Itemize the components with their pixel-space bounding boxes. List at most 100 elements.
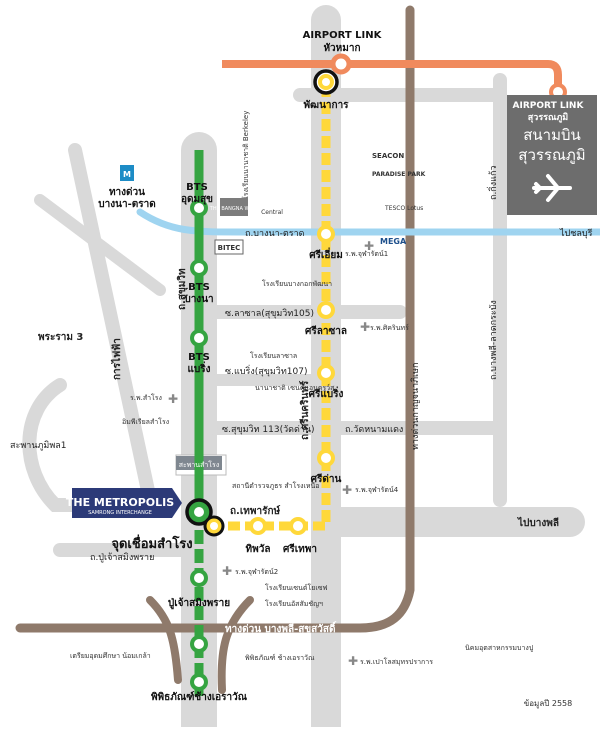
label-to-chonburi: ไปชลบุรี [559, 228, 593, 239]
label-sri-lasalle: ศรีลาซาล [305, 325, 347, 337]
label-rama3: พระราม 3 [38, 332, 83, 343]
label-thipphawan: ทิพวัล [246, 543, 271, 555]
hospital-cross-icon: ✚ [364, 239, 374, 253]
expressway-curve-right [217, 596, 254, 694]
hospital-cross-icon: ✚ [348, 654, 358, 668]
label-st-andrews: นานาชาติ เซนต์แอนดรูว์ส [255, 384, 335, 392]
label-exp-bangphli: ทางด่วน บางพลี-สุขสวัสดิ์ [225, 621, 337, 635]
label-thepharak: ถ.เทพารักษ์ [230, 505, 280, 517]
label-central: Central [261, 209, 283, 216]
label-srinakarin: ถ.ศรีนครินทร์ [299, 380, 311, 440]
expressway-lines [15, 5, 415, 694]
label-samrong-bridge: สะพานสำโรง [179, 460, 220, 469]
airport-link-right-line1: AIRPORT LINK [513, 101, 585, 111]
airport-box-line2: สุวรรณภูมิ [518, 146, 585, 165]
label-sri-iam: ศรีเอี่ยม [309, 247, 343, 261]
station-erawan[interactable] [190, 673, 208, 691]
station-sri-bearing[interactable] [317, 364, 335, 382]
label-bearing-2: แบริ่ง [187, 361, 210, 375]
label-mega: MEGA [380, 237, 407, 246]
label-phatthanakan: พัฒนาการ [303, 99, 349, 111]
station-erawan-south[interactable] [190, 635, 208, 653]
label-expressway-bangna-2: บางนา-ตราด [98, 199, 155, 210]
hospital-cross-icon: ✚ [360, 320, 370, 334]
label-bangna-trad: ถ.บางนา-ตราด [245, 229, 305, 239]
label-sikarin: ร.พ.ศิครินทร์ [370, 324, 409, 332]
label-samutprakarn-hosp: ร.พ.เปาโลสมุทรปราการ [360, 657, 433, 666]
label-king-kaeo: ถ.กิ่งแก้ว [486, 166, 499, 200]
label-bangna-wall: THE BANGNA WALL [209, 206, 259, 212]
label-tesco: TESCO Lotus [384, 205, 423, 212]
label-samrong-hosp: ร.พ.สำโรง [130, 393, 162, 402]
green-stations [185, 199, 225, 691]
road-bearing-loop [22, 378, 117, 512]
label-bangkok-patana: โรงเรียนบางกอกพัฒนา [262, 279, 332, 288]
label-seacon: SEACON [372, 152, 404, 160]
label-to-bangphli: ไปบางพลี [517, 516, 559, 529]
label-chularat4: ร.พ.จุฬารัตน์4 [355, 486, 399, 494]
label-samrong-nuea: สถานีตำรวจภูธร สำโรงเหนือ [232, 481, 320, 490]
label-paradise: PARADISE PARK [372, 171, 426, 178]
label-wat-nam-daeng: ถ.วัดหนามแดง [345, 425, 403, 435]
label-pu-chao-rd: ถ.ปู่เจ้าสมิงพราย [90, 552, 154, 563]
label-bangna-2: บางนา [184, 294, 213, 305]
label-expressway-bangna-1: ทางด่วน [109, 186, 145, 198]
label-chularat1: ร.พ.จุฬารัตน์1 [345, 250, 388, 258]
label-st-joseph: โรงเรียนเซนต์โยเซฟ [265, 583, 327, 592]
station-bearing[interactable] [190, 329, 208, 347]
label-bearing-soi: ซ.แบริ่ง(สุขุมวิท107) [225, 364, 307, 377]
station-thipphawan[interactable] [249, 517, 267, 535]
airport-box: สนามบิน สุวรรณภูมิ [507, 95, 597, 215]
label-muang-boran: นิคมอุตสาหกรรมบางปู [465, 644, 534, 652]
label-sri-bearing: ศรีแบริ่ง [309, 386, 344, 400]
road-diagonal-tl [34, 194, 166, 296]
label-bhumibol-bridge: สะพานภูมิพล1 [10, 440, 67, 451]
metropolis-sub: SAMRONG INTERCHANGE [88, 510, 152, 516]
label-chularat2: ร.พ.จุฬารัตน์2 [235, 568, 278, 576]
road-rama3 [68, 143, 157, 507]
expressway-kanchana [15, 5, 415, 633]
station-sri-dan[interactable] [317, 449, 335, 467]
label-kanchana: ทางด่วนกาญจนาภิเษก [410, 363, 421, 450]
label-sri-thepha: ศรีเทพา [283, 543, 317, 555]
hospital-cross-icon: ✚ [342, 483, 352, 497]
label-lasalle-school: โรงเรียนลาซาล [250, 351, 297, 360]
metropolis-banner[interactable]: THE METROPOLIS SAMRONG INTERCHANGE [66, 488, 182, 518]
station-bangna[interactable] [190, 259, 208, 277]
airport-link-right-line2: สุวรรณภูมิ [528, 112, 568, 123]
station-sri-thepha[interactable] [289, 517, 307, 535]
label-fai-fa: การไฟฟ้า [110, 338, 123, 380]
motorway-sign-icon: M [120, 165, 134, 181]
airport-link-top-line2: หัวหมาก [323, 42, 360, 54]
source-note: ข้อมูลปี 2558 [524, 699, 572, 709]
station-hua-mak[interactable] [330, 53, 352, 75]
station-udomsuk[interactable] [190, 199, 208, 217]
label-bitec: BITEC [218, 244, 241, 252]
label-erawan: พิพิธภัณฑ์ช้างเอราวัณ [151, 691, 248, 703]
airport-link-top-line1: AIRPORT LINK [303, 30, 383, 41]
expressway-curve-left [146, 596, 182, 684]
hospital-cross-icon: ✚ [222, 564, 232, 578]
label-erawan-museum: พิพิธภัณฑ์ ช้างเอราวัณ [245, 654, 315, 662]
label-udomsuk-2: อุดมสุข [181, 194, 213, 205]
station-pu-chao[interactable] [190, 569, 208, 587]
label-udomsuk-1: BTS [186, 182, 208, 193]
motorway-light-blue [136, 208, 600, 236]
label-sukhumvit: ถ.สุขุมวิท [176, 268, 188, 310]
station-sri-iam[interactable] [317, 225, 335, 243]
station-sri-lasalle[interactable] [317, 301, 335, 319]
label-sri-dan: ศรีด่าน [311, 473, 342, 485]
label-samrong-interchange: จุดเชื่อมสำโรง [111, 534, 192, 552]
yellow-stations [249, 69, 339, 535]
label-sukhumvit113: ซ.สุขุมวิท 113(วัดด่าน) [222, 424, 315, 435]
label-lasalle-soi: ซ.ลาซาล(สุขุมวิท105) [225, 308, 314, 319]
label-bearing-1: BTS [188, 352, 210, 363]
hospital-cross-icon: ✚ [168, 392, 178, 406]
label-berkeley: โรงเรียนนานาชาติ Berkeley [241, 111, 250, 200]
metropolis-title: THE METROPOLIS [66, 496, 174, 509]
landmarks: โรงเรียนนานาชาติ Berkeley THE BANGNA WAL… [70, 111, 534, 668]
label-anusarn: โรงเรียนอัสสัมชัญฯ [265, 599, 323, 608]
svg-text:M: M [123, 170, 131, 179]
